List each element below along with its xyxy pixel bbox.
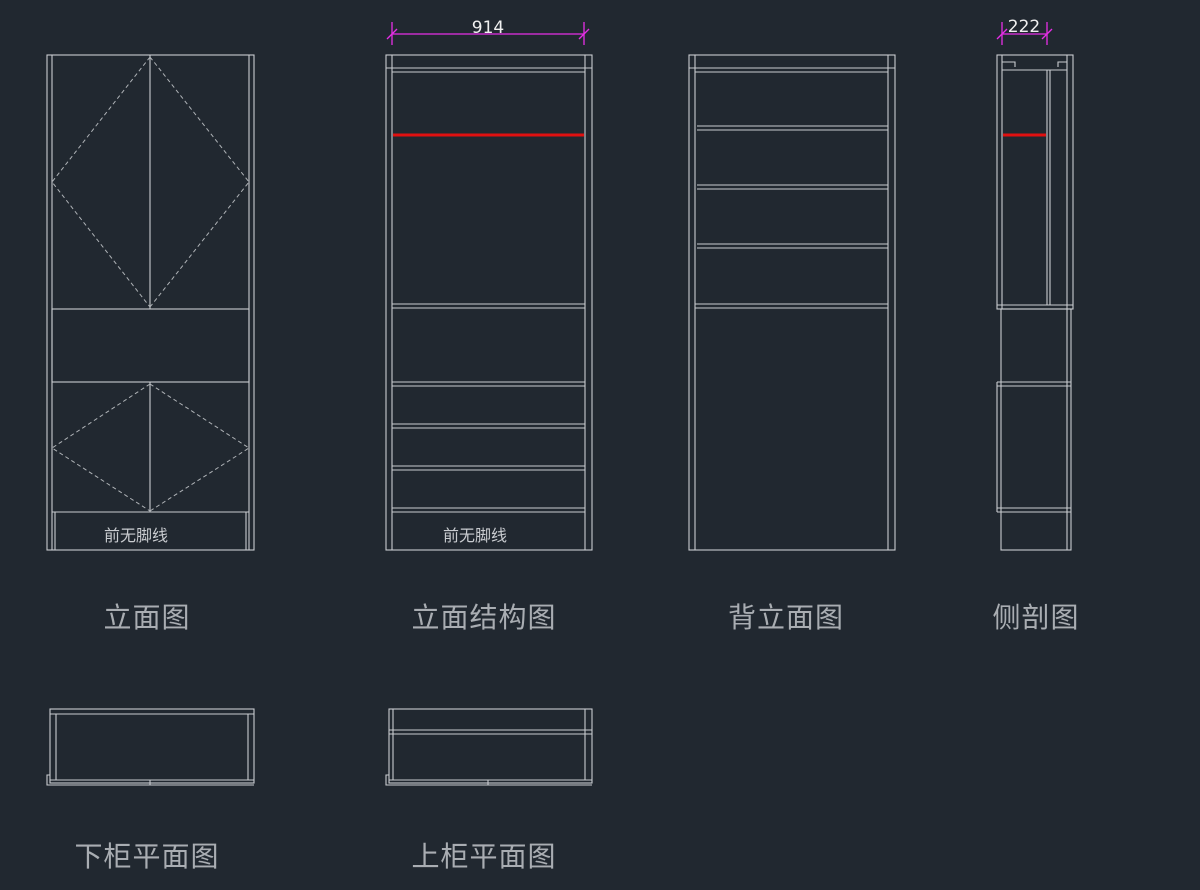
side-section-caption: 侧剖图 bbox=[992, 601, 1079, 634]
back-elevation-caption: 背立面图 bbox=[728, 601, 844, 634]
width-dimension-value: 914 bbox=[472, 18, 504, 38]
depth-dimension-value: 222 bbox=[1008, 17, 1040, 37]
front-structure-caption: 立面结构图 bbox=[411, 601, 556, 634]
front-structure-drawing: 914 前无脚线 bbox=[385, 18, 593, 551]
lower-plan-drawing bbox=[46, 708, 255, 786]
front-elevation-note: 前无脚线 bbox=[104, 526, 168, 545]
upper-plan-drawing bbox=[385, 708, 593, 786]
side-section-drawing: 222 bbox=[996, 17, 1074, 551]
lower-plan-caption: 下柜平面图 bbox=[74, 840, 219, 873]
width-dimension: 914 bbox=[386, 18, 590, 45]
upper-plan-caption: 上柜平面图 bbox=[411, 840, 556, 873]
front-elevation-drawing: 前无脚线 bbox=[46, 54, 255, 551]
front-elevation-caption: 立面图 bbox=[103, 601, 190, 634]
back-elevation-drawing bbox=[688, 54, 896, 551]
front-structure-note: 前无脚线 bbox=[443, 526, 507, 545]
depth-dimension: 222 bbox=[996, 17, 1053, 45]
